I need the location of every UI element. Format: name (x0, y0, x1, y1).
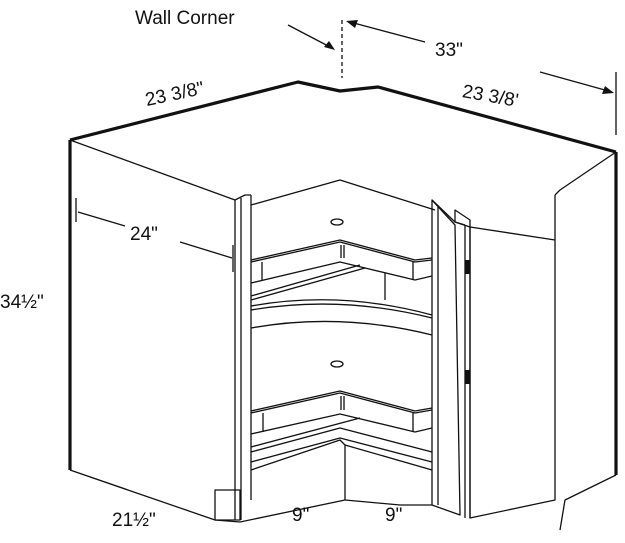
depth-line-right (179, 241, 233, 259)
depth-line-left (77, 211, 126, 227)
wall-corner-label: Wall Corner (135, 8, 235, 29)
overall-width-label: 33" (435, 40, 463, 61)
left-opening-label: 9" (292, 505, 310, 526)
bottom-notch (239, 439, 433, 523)
upper-shelf (250, 218, 433, 301)
right-opening-label: 9" (385, 505, 403, 526)
toe-width-label: 21½" (112, 510, 156, 531)
height-label: 34½" (0, 292, 44, 313)
interior-top (250, 179, 436, 211)
depth-label: 24" (130, 224, 158, 245)
dimension-33-arrow-right (539, 71, 613, 93)
left-top-front-edge (69, 139, 236, 201)
dimension-33-arrow-left (349, 21, 426, 43)
lower-shelf (250, 360, 433, 463)
wall-corner-leader (287, 24, 333, 49)
open-door[interactable] (431, 195, 556, 519)
right-bottom-edge (559, 474, 617, 531)
cabinet-top-outline (69, 80, 617, 154)
right-top-front-edge (554, 151, 617, 196)
left-stile (214, 194, 252, 521)
turntable (250, 299, 433, 336)
